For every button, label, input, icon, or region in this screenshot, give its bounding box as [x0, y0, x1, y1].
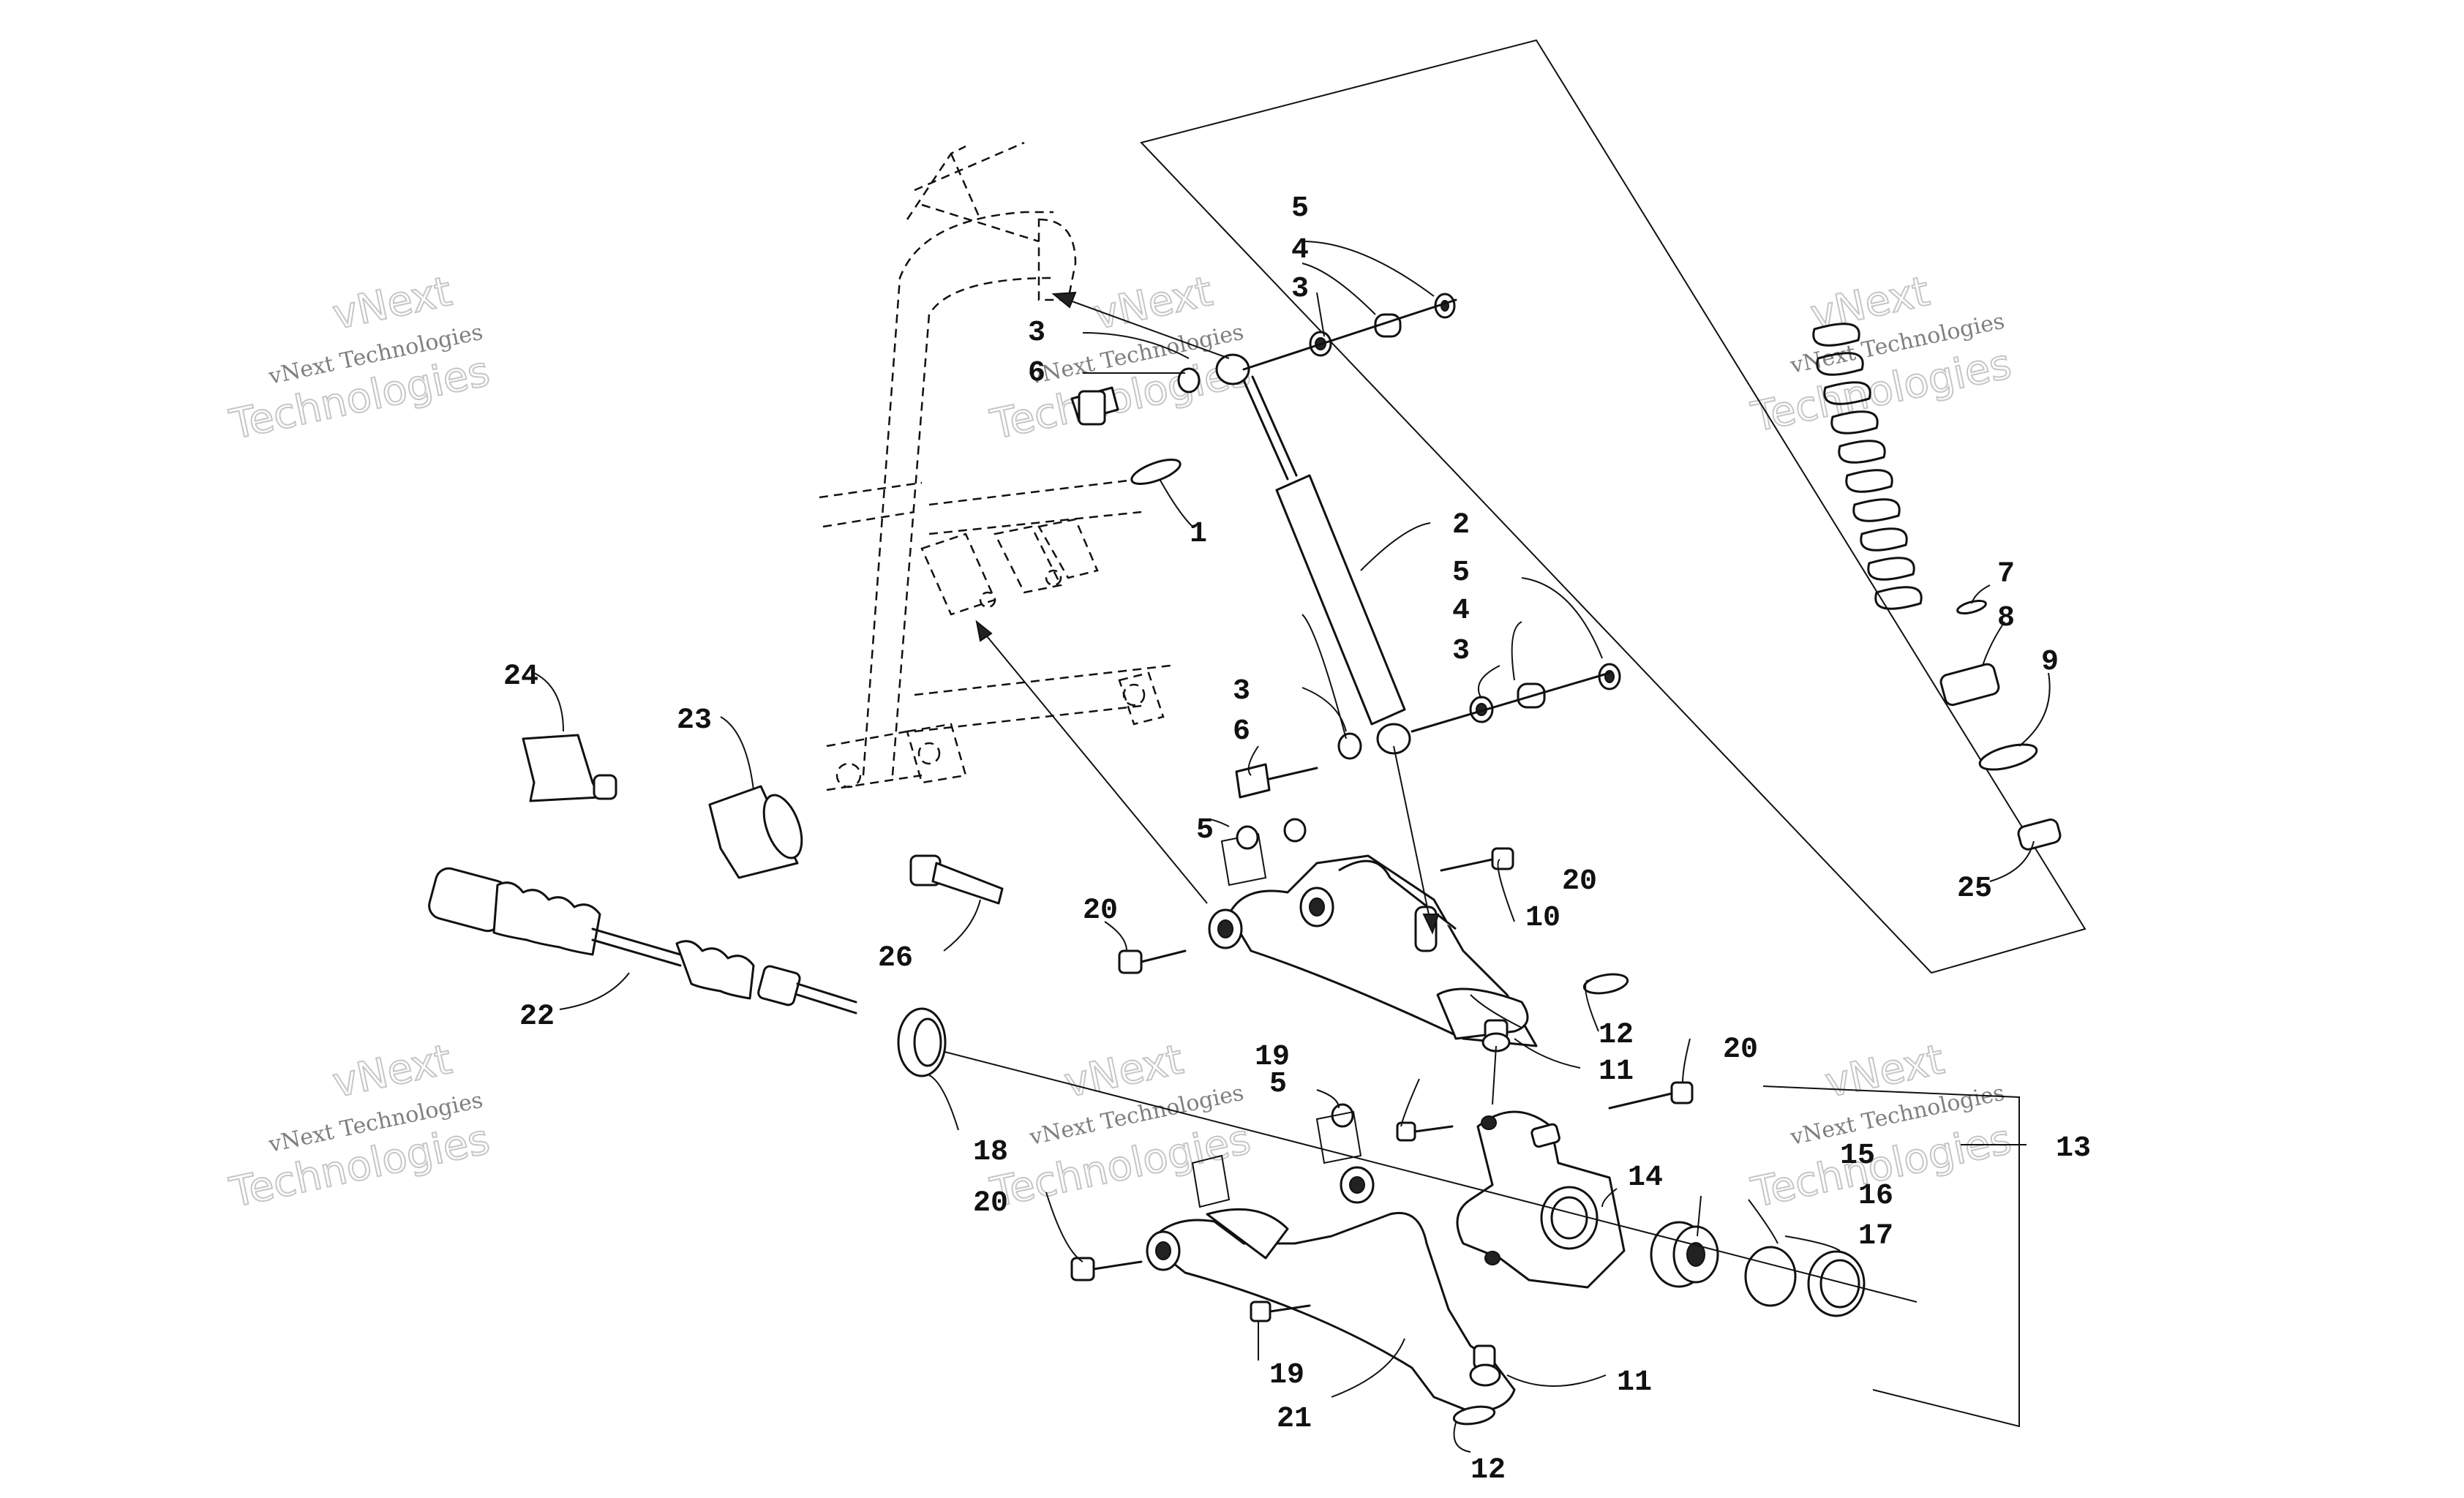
upper-arm-bracket-5: [1220, 818, 1307, 887]
bolt-20-upper-right: [1440, 847, 1514, 872]
part-label-16: 16: [1858, 1180, 1893, 1213]
watermark-group-1: vNext vNext Technologies Technologies: [225, 267, 494, 450]
bolt-19-lower: [1250, 1301, 1311, 1322]
part-label-18: 18: [973, 1136, 1008, 1169]
bushing-3-lower-left: [1337, 732, 1362, 760]
part-label-20-upper-left: 20: [1083, 895, 1118, 927]
part-label-19-lower: 19: [1269, 1359, 1304, 1392]
part-label-6-lower: 6: [1233, 715, 1250, 748]
part-label-14: 14: [1628, 1162, 1663, 1194]
part-label-17: 17: [1858, 1220, 1893, 1253]
ball-joint-11-lower: [1469, 1344, 1501, 1387]
watermark-group-5: vNext vNext Technologies Technologies: [985, 1035, 1255, 1218]
part-label-5-upper: 5: [1291, 192, 1309, 225]
spring-seat-9: [1978, 743, 2038, 771]
part-label-22: 22: [519, 1001, 555, 1034]
bolt-20-lower: [1070, 1257, 1143, 1281]
part-label-1: 1: [1190, 518, 1207, 551]
wheel-stud-26: [909, 854, 1004, 905]
upper-a-arm: [1208, 854, 1538, 1047]
vehicle-frame: [819, 141, 1171, 791]
clip-12-upper: [1582, 973, 1629, 995]
part-label-8: 8: [1997, 602, 2015, 635]
part-label-6-upper: 6: [1028, 357, 1045, 390]
lower-shock-bushings: [1235, 663, 1621, 799]
part-label-24: 24: [503, 660, 538, 693]
part-label-23: 23: [677, 704, 712, 737]
assembly-arrows: [975, 291, 1497, 1105]
part-label-3-lower-left: 3: [1233, 675, 1250, 708]
spacer-7: [1956, 599, 1987, 615]
spring-retainer-8: [1939, 663, 2000, 707]
bolt-20-upper-left: [1118, 949, 1187, 974]
bolt-6-lower: [1235, 763, 1271, 799]
part-label-13: 13: [2056, 1132, 2091, 1165]
part-label-3-lower-right: 3: [1452, 635, 1470, 668]
watermark-group-2: vNext vNext Technologies Technologies: [985, 267, 1255, 450]
watermark-group-3: vNext vNext Technologies Technologies: [1746, 267, 2016, 443]
part-label-20-upper-right: 20: [1562, 865, 1597, 898]
part-label-5-upper-arm: 5: [1196, 814, 1214, 847]
cv-boot-23: [708, 785, 803, 879]
part-label-3-upper: 3: [1291, 273, 1309, 306]
part-label-20-knuckle: 20: [1723, 1034, 1758, 1066]
drive-axle: [428, 867, 857, 1015]
part-label-12-lower: 12: [1470, 1454, 1506, 1487]
spring-collar-25: [2017, 818, 2062, 851]
part-label-25: 25: [1957, 873, 1992, 906]
watermark-group-4: vNext vNext Technologies Technologies: [225, 1035, 494, 1218]
bolt-20-knuckle: [1608, 1081, 1694, 1110]
shock-assembly-panel: [1140, 39, 2086, 974]
clip-12-lower: [1452, 1405, 1496, 1426]
seal-17: [1807, 1250, 1866, 1317]
part-label-9: 9: [2041, 646, 2059, 679]
shock-absorber: [1215, 353, 1411, 755]
wheel-bearing-15: [1650, 1221, 1719, 1288]
hub-assembly-panel: [1762, 1085, 2020, 1428]
axle-seal-18: [897, 1007, 947, 1077]
clip-1: [1130, 459, 1182, 485]
upper-shock-bushings: [1070, 293, 1457, 485]
part-label-21: 21: [1277, 1403, 1312, 1436]
part-label-3-upper-left: 3: [1028, 317, 1045, 350]
axle-centerline: [921, 1045, 1918, 1303]
part-label-5-lower-arm: 5: [1269, 1068, 1287, 1101]
part-label-11-lower: 11: [1617, 1366, 1652, 1399]
bushing-3-inner: [1177, 367, 1201, 394]
part-label-19-upper: 19: [1255, 1041, 1290, 1074]
coil-spring: [1812, 323, 1923, 610]
part-label-11-upper: 11: [1599, 1055, 1634, 1088]
part-label-5-mid: 5: [1452, 557, 1470, 590]
leader-lines: [533, 241, 2051, 1453]
part-label-10: 10: [1525, 902, 1560, 935]
cv-boot-24: [522, 734, 617, 802]
part-label-12-upper: 12: [1599, 1019, 1634, 1052]
part-label-2: 2: [1452, 509, 1470, 542]
steering-knuckle: [1456, 1110, 1626, 1289]
part-label-4-upper: 4: [1291, 234, 1309, 267]
part-label-20-lower: 20: [973, 1187, 1008, 1220]
bolt-19-upper: [1396, 1121, 1454, 1142]
lower-a-arm: [1146, 1166, 1516, 1413]
part-label-26: 26: [878, 942, 913, 975]
snap-ring-16: [1744, 1246, 1797, 1307]
part-label-7: 7: [1997, 558, 2015, 591]
part-label-4-lower: 4: [1452, 595, 1470, 628]
part-label-15: 15: [1840, 1140, 1875, 1173]
